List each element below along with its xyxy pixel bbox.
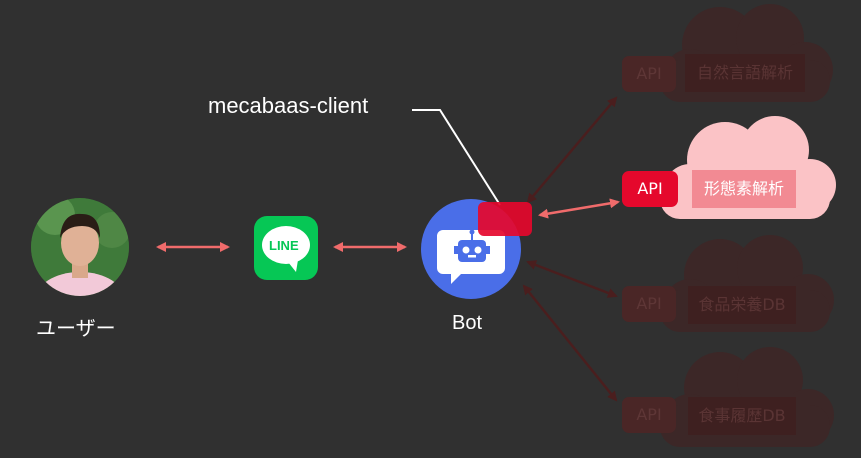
api-tag-nlp: API (622, 56, 676, 92)
client-module-marker[interactable] (478, 202, 532, 236)
arrow-bot-nutrition (526, 260, 618, 298)
client-callout-line (412, 109, 501, 206)
service-name-morph[interactable]: 形態素解析 (692, 170, 796, 208)
service-name-nlp: 自然言語解析 (685, 54, 805, 92)
arrow-bot-morph (538, 198, 620, 219)
api-tag-morph[interactable]: API (622, 171, 678, 207)
service-name-nutrition: 食品栄養DB (688, 286, 796, 324)
service-name-history: 食事履歴DB (688, 397, 796, 435)
bot-label: Bot (452, 312, 483, 334)
line-app-icon[interactable] (254, 216, 318, 280)
arrow-bot-nlp (526, 96, 618, 204)
user-avatar[interactable] (31, 195, 130, 328)
api-tag-history: API (622, 397, 676, 433)
arrow-bot-history (522, 284, 618, 402)
user-label: ユーザー (36, 316, 116, 340)
client-label: mecabaas-client (208, 93, 369, 118)
line-logo-text: LINE (269, 238, 299, 253)
api-tag-nutrition: API (622, 286, 676, 322)
